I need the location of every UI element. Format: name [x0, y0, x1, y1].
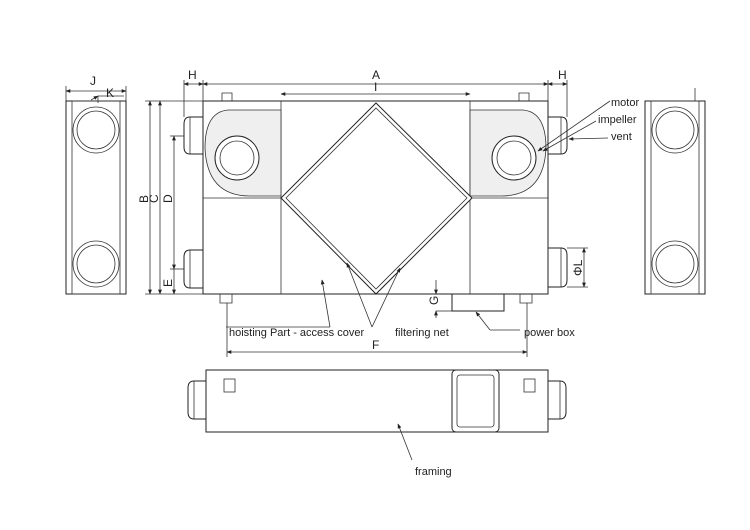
dim-a: A — [372, 68, 380, 82]
dim-e: E — [161, 279, 175, 287]
label-vent: vent — [611, 131, 632, 143]
dim-h-left: H — [188, 68, 197, 82]
dim-c: C — [147, 194, 161, 203]
dim-f: F — [372, 338, 379, 352]
dim-d: D — [161, 194, 175, 203]
dim-b: B — [137, 195, 151, 203]
label-hoisting: hoisting Part - access cover — [229, 327, 364, 339]
dim-phi-l: ΦL — [571, 259, 585, 276]
label-framing: framing — [415, 466, 452, 478]
dim-h-right: H — [558, 68, 567, 82]
label-power-box: power box — [524, 327, 575, 339]
label-filtering-net: filtering net — [395, 327, 449, 339]
left-side-view — [65, 86, 127, 295]
dim-k: K — [106, 86, 114, 100]
dim-g: G — [427, 296, 441, 305]
front-view — [145, 80, 611, 357]
framing-view — [187, 369, 567, 461]
label-impeller: impeller — [598, 114, 637, 126]
right-side-view — [644, 88, 706, 295]
dim-i: I — [374, 80, 377, 94]
dim-j: J — [90, 74, 96, 88]
label-motor: motor — [611, 97, 639, 109]
